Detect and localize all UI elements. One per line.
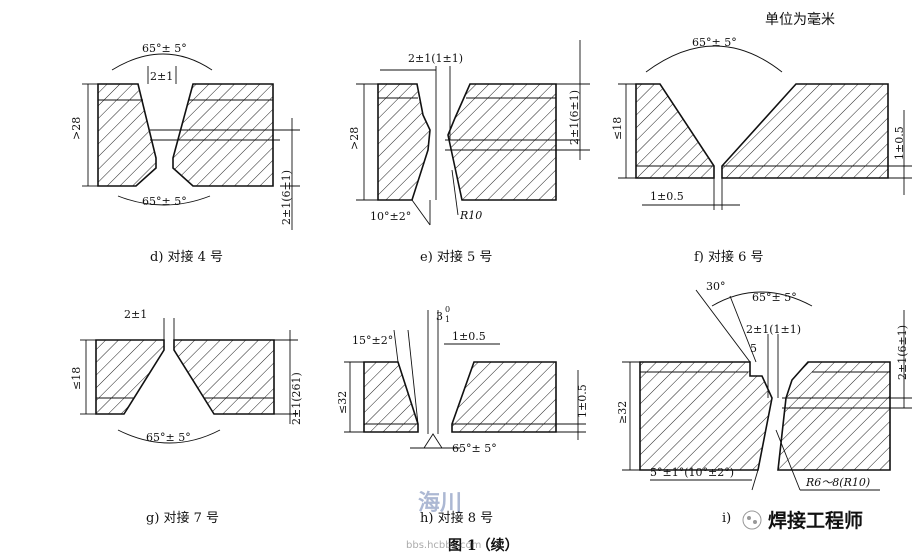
panel-i-root: 2±1(6±1)	[896, 325, 909, 380]
panel-e-caption: e) 对接 5 号	[420, 249, 492, 265]
panel-e-left-plate	[377, 83, 431, 201]
panel-g-angle-bottom: 65°± 5°	[146, 431, 191, 444]
panel-h-right-plate	[451, 361, 557, 433]
panel-g-joint-7: 2±1 ≤18 65°± 5° 2±1(261) g) 对接 7 号	[70, 308, 303, 526]
watermark: 海川 bbs.hcbbs.com	[406, 490, 481, 551]
panel-f-caption: f) 对接 6 号	[694, 249, 764, 265]
panel-g-right-plate	[173, 339, 275, 415]
panel-g-gap: 2±1	[124, 308, 147, 321]
panel-i-angle-top: 65°± 5°	[752, 291, 797, 304]
panel-e-root: 2±1(6±1)	[568, 90, 581, 145]
panel-h-joint-8: 15°±2° 3 0 1 1±0.5 ≤32 1±0.5 65°± 5° h) …	[336, 305, 589, 526]
panel-h-bevel: 15°±2°	[352, 334, 393, 347]
panel-h-gap-sup: 0	[445, 305, 450, 314]
panel-d-angle-top: 65°± 5°	[142, 42, 187, 55]
panel-i-right-plate	[777, 361, 891, 471]
panel-g-thickness: ≤18	[70, 367, 83, 390]
panel-d-bottom-arc	[117, 195, 211, 206]
panel-i-gap: 2±1(1±1)	[746, 323, 801, 336]
panel-i-left-plate	[639, 361, 773, 471]
watermark-url: bbs.hcbbs.com	[406, 540, 481, 551]
panel-h-backing-mark	[423, 433, 443, 449]
wechat-icon	[742, 510, 762, 530]
channel-name: 焊接工程师	[768, 509, 863, 532]
unit-note: 单位为毫米	[765, 11, 835, 28]
panel-e-radius: R10	[459, 209, 482, 222]
panel-d-thickness: >28	[70, 117, 83, 140]
panel-d-left-plate	[97, 83, 157, 187]
wechat-channel-badge: 焊接工程师	[742, 509, 863, 532]
panel-g-root: 2±1(261)	[290, 372, 303, 425]
panel-i-radius: R6～8(R10)	[805, 476, 870, 489]
panel-h-angle-bottom: 65°± 5°	[452, 442, 497, 455]
panel-h-caption: h) 对接 8 号	[420, 510, 493, 526]
panel-g-caption: g) 对接 7 号	[146, 510, 219, 526]
panel-i-step: 5	[750, 342, 757, 355]
panel-h-root: 1±0.5	[576, 384, 589, 418]
panel-f-right-plate	[721, 83, 889, 179]
panel-h-land: 1±0.5	[452, 330, 486, 343]
panel-f-top-arc	[645, 45, 783, 73]
panel-f-thickness: ≤18	[611, 117, 624, 140]
panel-d-right-plate	[172, 83, 274, 187]
panel-e-bevel: 10°±2°	[370, 210, 411, 223]
panel-i-joint: 30° 65°± 5° 2±1(1±1) 5 ≥32 2±1(6±1) 5°±1…	[616, 280, 912, 526]
panel-f-joint-6: 65°± 5° ≤18 1±0.5 1±0.5 f) 对接 6 号	[611, 36, 912, 265]
watermark-site-cn: 海川	[418, 490, 462, 516]
panel-i-top-arc	[711, 291, 813, 307]
panel-e-thickness: >28	[348, 127, 361, 150]
panel-f-root: 1±0.5	[893, 126, 906, 160]
panel-e-joint-5: 2±1(1±1) >28 2±1(6±1) 10°±2° R10 e) 对接 5…	[348, 40, 590, 265]
panel-i-bevel: 5°±1°(10°±2°)	[650, 466, 734, 479]
panel-f-left-plate	[635, 83, 715, 179]
panel-h-gap-base: 3	[436, 310, 443, 323]
panel-i-angle-side: 30°	[706, 280, 726, 293]
panel-i-caption: i)	[722, 511, 731, 526]
panel-h-left-plate	[363, 361, 419, 433]
panel-e-right-plate	[447, 83, 557, 201]
panel-d-joint-4: 65°± 5° 2±1 65°± 5° >28 2±1(6±1) d) 对接 4…	[70, 42, 300, 265]
panel-d-caption: d) 对接 4 号	[150, 249, 223, 265]
panel-e-gap: 2±1(1±1)	[408, 52, 463, 65]
panel-f-gap: 1±0.5	[650, 190, 684, 203]
panel-g-left-plate	[95, 339, 165, 415]
panel-i-thickness: ≥32	[616, 401, 629, 424]
panel-h-gap-sub: 1	[445, 315, 450, 324]
panel-d-angle-bottom: 65°± 5°	[142, 195, 187, 208]
panel-d-top-arc	[111, 53, 213, 71]
panel-h-thickness: ≤32	[336, 391, 349, 414]
panel-f-angle-top: 65°± 5°	[692, 36, 737, 49]
panel-d-gap: 2±1	[150, 70, 173, 83]
figure-caption: 图 1（续）	[448, 537, 519, 554]
panel-g-bottom-arc	[117, 429, 221, 444]
panel-d-root: 2±1(6±1)	[280, 170, 293, 225]
